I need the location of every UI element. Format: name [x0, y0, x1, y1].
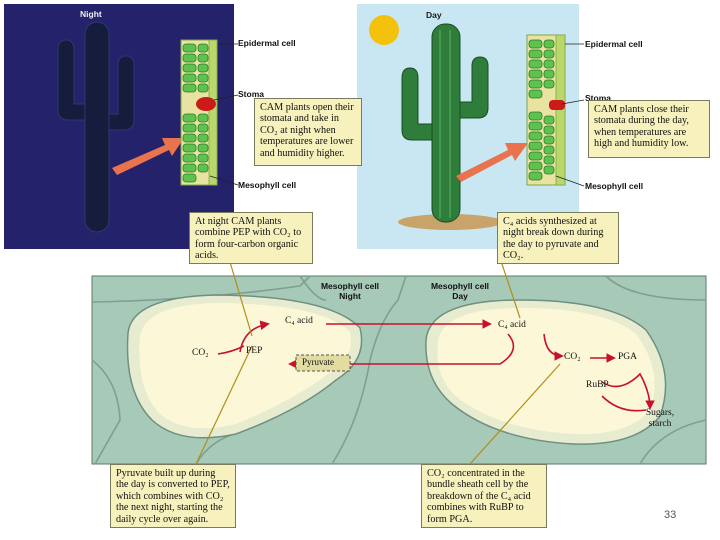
night-stoma-icon [196, 97, 216, 111]
callout-leaders [195, 257, 561, 465]
night-cell-header-line1: Mesophyll cell [320, 281, 380, 291]
night-title: Night [80, 9, 102, 19]
night-cell-cytoplasm [139, 303, 352, 429]
day-caption-box: CAM plants close their stomata during th… [588, 100, 710, 158]
night-leaf-section [180, 39, 218, 186]
night-top-callout: At night CAM plants combine PEP with CO₂… [189, 212, 313, 264]
day-cell-header-line1: Mesophyll cell [430, 281, 490, 291]
c4-acid-right-label: C₄ acid [498, 320, 526, 330]
day-stoma-label: Stoma [585, 93, 611, 103]
pep-label: PEP [246, 346, 263, 356]
pyruvate-label: Pyruvate [302, 357, 334, 367]
sun-icon [369, 15, 399, 45]
co2-right-label: CO₂ [564, 352, 581, 362]
day-title: Day [426, 10, 442, 20]
night-panel: Night [4, 4, 239, 249]
night-epidermal-label: Epidermal cell [238, 38, 296, 48]
day-panel: Day [357, 4, 585, 249]
day-cactus-icon [401, 23, 489, 223]
cell-diagram [91, 275, 707, 465]
c4-acid-left-label: C₄ acid [285, 316, 313, 326]
pga-label: PGA [618, 352, 638, 362]
day-leaf-section [526, 34, 566, 186]
day-cell-header: Mesophyll cell Day [420, 281, 500, 301]
day-cell-cytoplasm [437, 308, 655, 435]
day-mesophyll-label: Mesophyll cell [585, 181, 644, 191]
night-caption-box: CAM plants open their stomata and take i… [254, 98, 362, 166]
page-number: 33 [664, 509, 677, 521]
sugars-label: Sugars, starch [645, 408, 675, 429]
day-cell-header-line2: Day [452, 291, 468, 301]
c4-breakdown-arrow [543, 333, 564, 361]
co2-left-label: CO₂ [192, 348, 209, 358]
night-pointer-arrow [112, 138, 184, 175]
day-epidermal-label: Epidermal cell [585, 39, 643, 49]
bottom-right-callout: CO₂ concentrated in the bundle sheath ce… [421, 464, 547, 528]
day-pointer-arrow [456, 143, 528, 182]
rubp-label: RuBP [586, 380, 609, 390]
night-cactus-icon [57, 21, 135, 233]
pyruvate-return-arrow [288, 333, 515, 369]
pyruvate-box [295, 354, 351, 372]
co2-uptake-arrow [217, 345, 245, 355]
day-stoma-icon [549, 100, 565, 110]
sugar-output-arrow [601, 395, 647, 412]
night-cell-header: Mesophyll cell Night [310, 281, 390, 301]
bottom-left-callout: Pyruvate built up during the day is conv… [110, 464, 236, 528]
night-stoma-label: Stoma [238, 89, 264, 99]
calvin-cycle-arrow [601, 372, 655, 410]
night-mesophyll-label: Mesophyll cell [238, 180, 297, 190]
day-top-callout: C₄ acids synthesized at night break down… [497, 212, 619, 264]
night-cell-header-line2: Night [339, 291, 361, 301]
